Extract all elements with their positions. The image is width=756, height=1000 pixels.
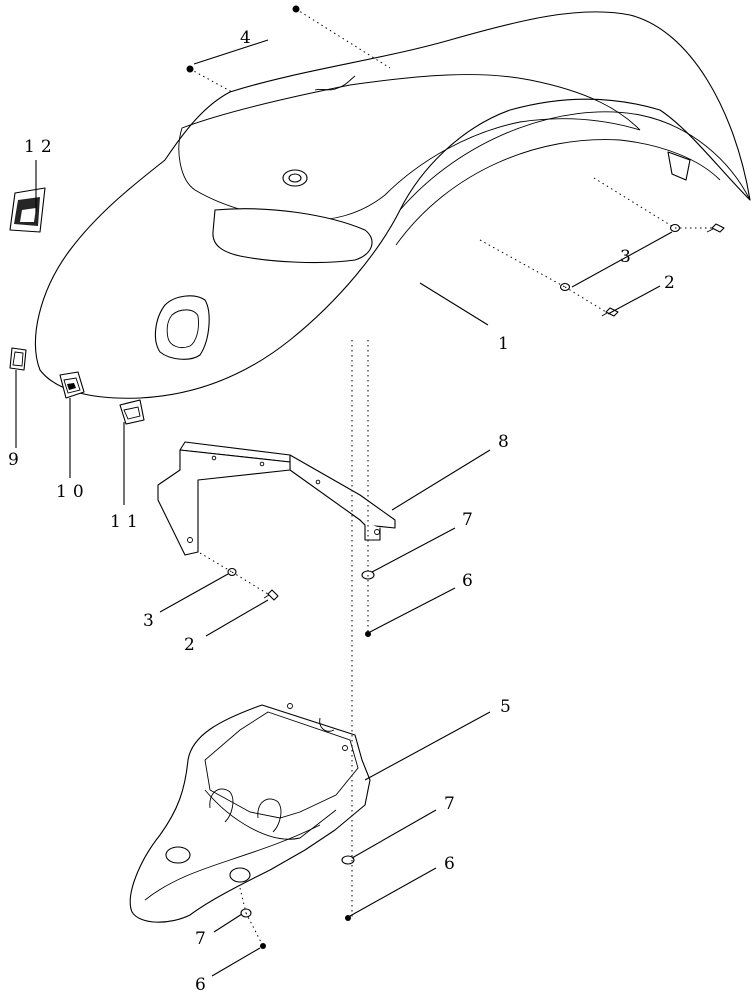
- callout-2: 2: [664, 273, 681, 293]
- fender-part: [34, 11, 751, 399]
- bolt-hardware: [601, 307, 619, 317]
- callout-5: 5: [500, 697, 517, 717]
- callout-labels: 4 12 3 2 1 9 10 11 8 7 6 3 2 5 7 6 7 6: [8, 28, 681, 995]
- bolt-hardware: [263, 589, 279, 601]
- callout-4: 4: [240, 28, 257, 48]
- decal-part: [9, 187, 46, 233]
- callout-7: 7: [195, 929, 212, 949]
- bracket-part: [157, 441, 396, 556]
- nut-hardware: [365, 631, 371, 637]
- callout-3: 3: [143, 611, 160, 631]
- callout-8: 8: [498, 432, 515, 452]
- callout-12: 12: [24, 137, 58, 157]
- clip-part: [119, 399, 145, 425]
- switch-part: [59, 371, 85, 399]
- bolt-hardware: [706, 223, 725, 233]
- lens-part: [9, 347, 27, 371]
- callout-1: 1: [498, 334, 515, 354]
- callout-11: 11: [110, 512, 144, 532]
- callout-7: 7: [462, 510, 479, 530]
- callout-6: 6: [195, 975, 212, 995]
- splash-guard-part: [129, 703, 371, 923]
- callout-10: 10: [56, 482, 90, 502]
- callout-9: 9: [8, 450, 25, 470]
- callout-2: 2: [184, 635, 201, 655]
- callout-6: 6: [444, 854, 461, 874]
- nut-hardware: [260, 943, 266, 949]
- leader-lines: [15, 39, 673, 977]
- nut-hardware: [345, 915, 351, 921]
- callout-3: 3: [620, 247, 637, 267]
- callout-6: 6: [462, 571, 479, 591]
- callout-7: 7: [444, 794, 461, 814]
- assembly-lines: [189, 8, 712, 947]
- washer-hardware: [341, 855, 355, 865]
